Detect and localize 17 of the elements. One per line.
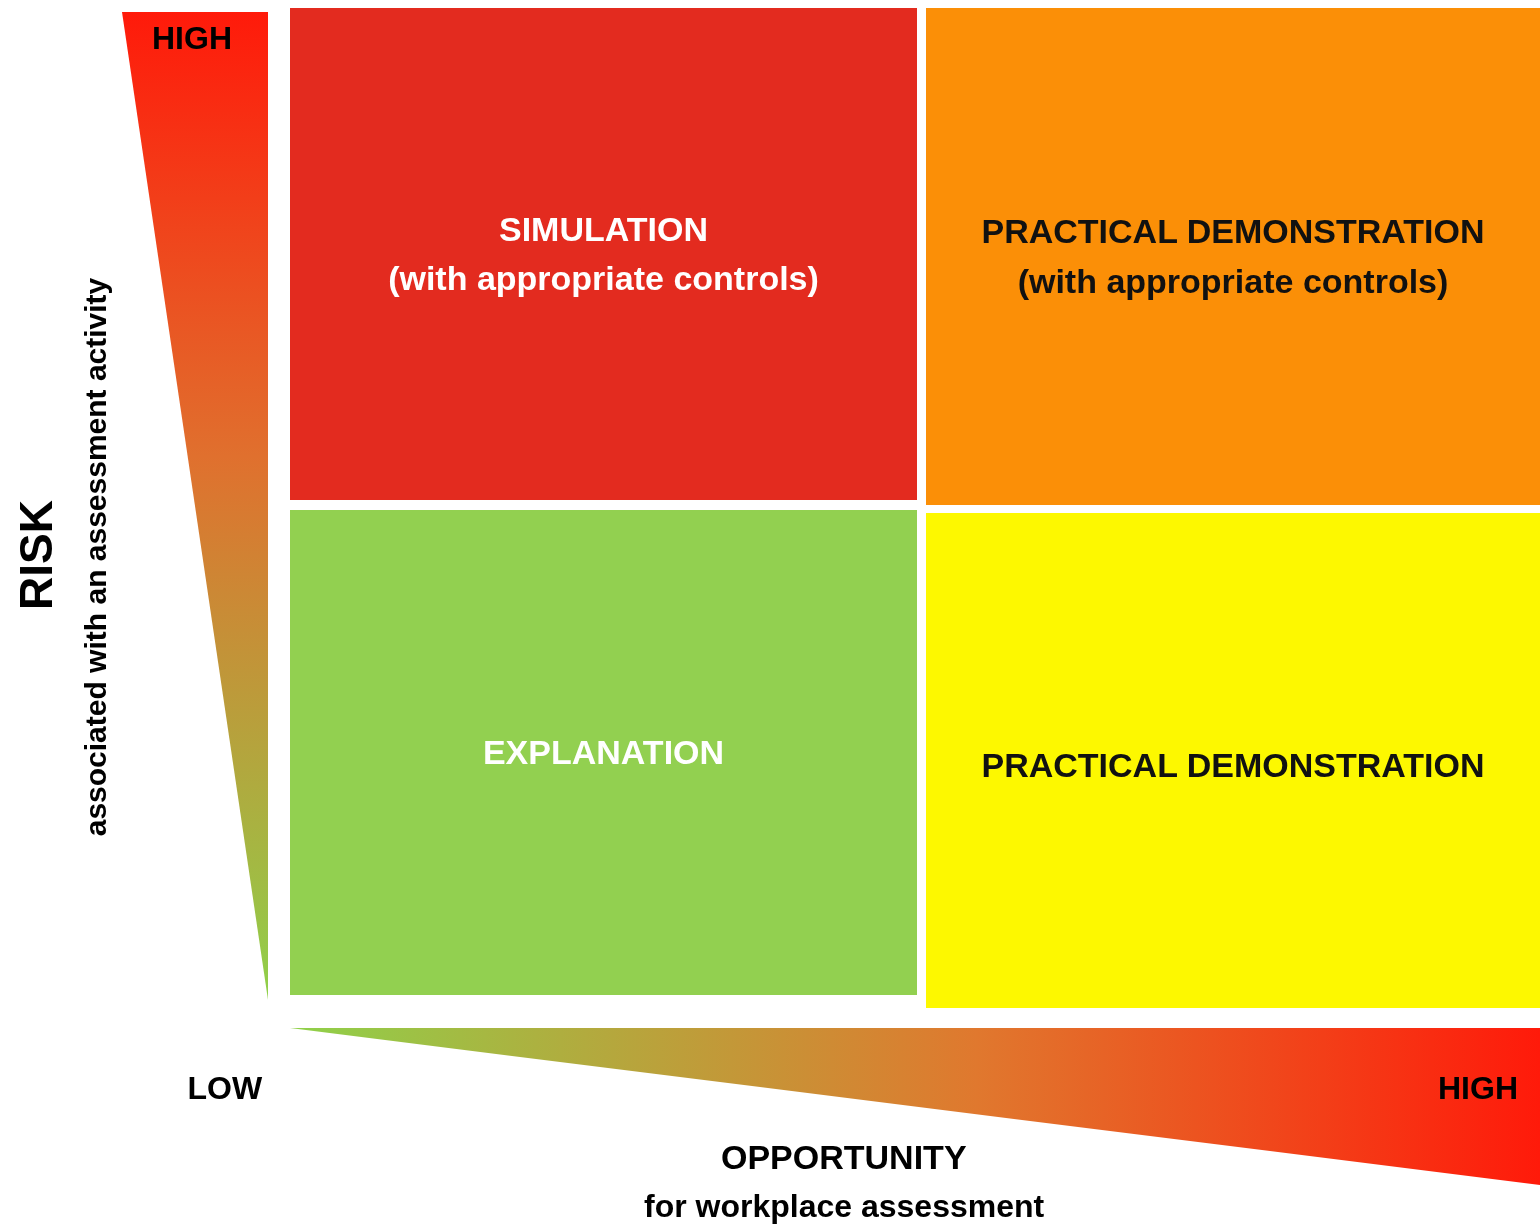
quadrant-box [926, 513, 1540, 1008]
axis-subtitle: for workplace assessment [644, 1187, 1045, 1225]
quadrant-title: PRACTICAL DEMONSTRATION [981, 211, 1485, 253]
axis-title: OPPORTUNITY [721, 1137, 967, 1177]
axis-subtitle: associated with an assessment activity [78, 277, 113, 837]
quadrant-subtitle: (with appropriate controls) [388, 258, 819, 299]
axis-end-label: HIGH [152, 19, 232, 57]
axis-end-label: LOW [187, 1069, 263, 1107]
quadrant-title: PRACTICAL DEMONSTRATION [981, 744, 1485, 786]
quadrant-subtitle: (with appropriate controls) [1017, 260, 1449, 302]
quadrant-box [926, 8, 1540, 505]
quadrant-box [290, 8, 917, 500]
axis-end-label: HIGH [1438, 1069, 1518, 1107]
quadrant-box [290, 510, 917, 995]
quadrant-title: EXPLANATION [482, 731, 725, 773]
quadrant-title: SIMULATION [499, 208, 708, 250]
axis-title: RISK [8, 500, 63, 610]
